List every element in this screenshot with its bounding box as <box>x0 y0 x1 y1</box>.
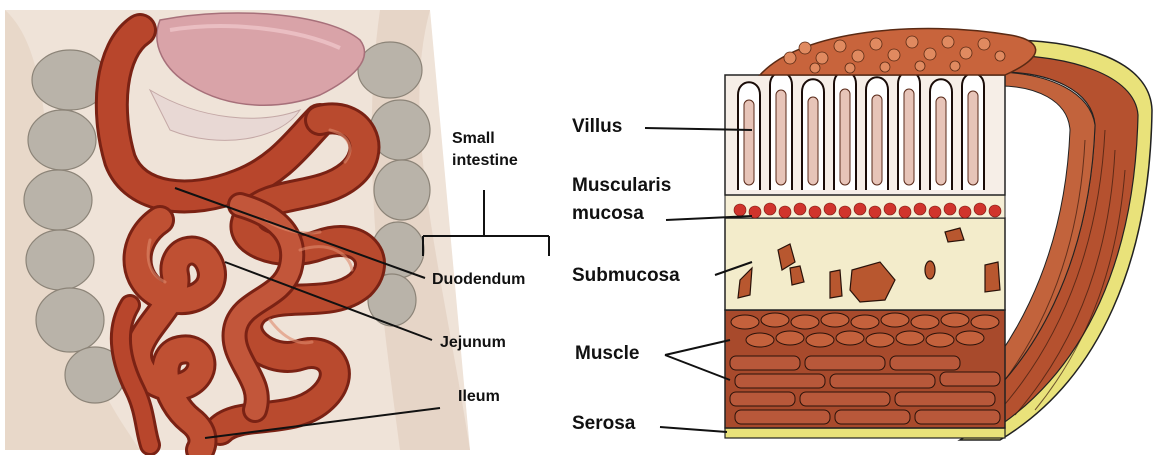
serosa-label: Serosa <box>572 413 635 435</box>
muscularis-line-1: Muscularis <box>572 175 671 197</box>
villus-label: Villus <box>572 116 622 138</box>
duodendum-label: Duodendum <box>432 271 525 289</box>
ileum-label: Ileum <box>458 388 500 406</box>
muscle-label: Muscle <box>575 343 639 365</box>
jejunum-label: Jejunum <box>440 334 506 352</box>
muscularis-line-2: mucosa <box>572 203 671 225</box>
submucosa-label: Submucosa <box>572 265 680 287</box>
small-intestine-line-1: Small <box>452 130 518 148</box>
muscularis-mucosa-label: Muscularis mucosa <box>572 175 671 225</box>
small-intestine-label: Small intestine <box>452 130 518 171</box>
small-intestine-line-2: intestine <box>452 152 518 170</box>
wall-cross-section <box>645 28 1152 440</box>
serosa-layer <box>725 428 1005 438</box>
